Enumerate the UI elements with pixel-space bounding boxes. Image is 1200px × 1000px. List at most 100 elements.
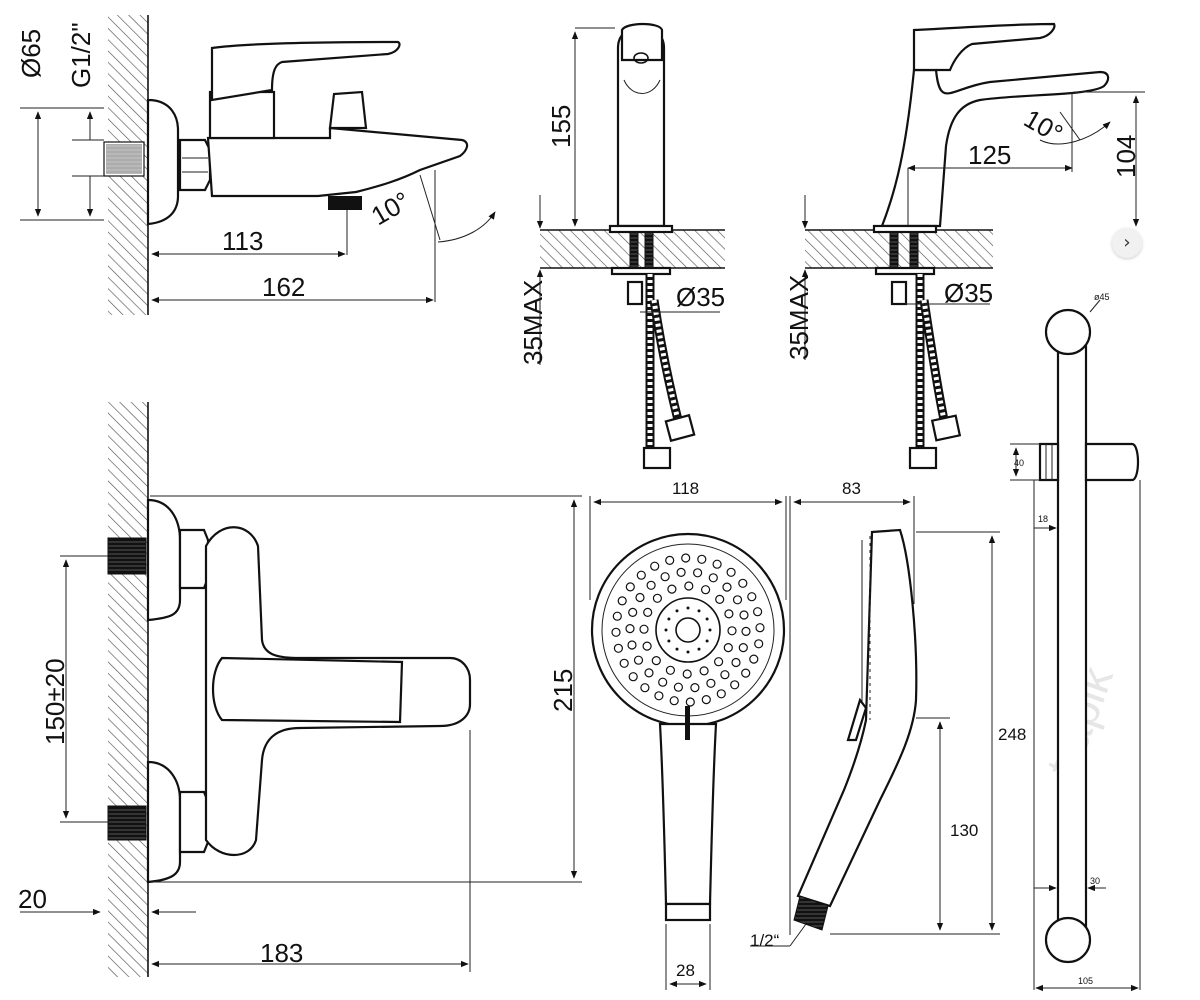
nozzle xyxy=(730,680,740,690)
nozzle xyxy=(627,640,637,650)
nozzle-inner xyxy=(686,650,690,654)
dim-basin-side-d35: Ø35 xyxy=(944,278,993,308)
nozzle xyxy=(712,559,722,569)
dim-bath-113: 113 xyxy=(222,226,263,256)
nozzle-inner xyxy=(697,647,701,651)
dim-hs-83: 83 xyxy=(842,479,861,498)
nozzle xyxy=(676,567,686,578)
nozzle xyxy=(755,623,765,633)
dim-basin-104: 104 xyxy=(1111,135,1141,178)
nozzle xyxy=(635,592,645,603)
nozzle xyxy=(650,561,660,571)
nozzle xyxy=(665,555,675,566)
nozzle xyxy=(706,678,716,688)
nozzle xyxy=(654,691,664,701)
dim-bath-angle: 10° xyxy=(366,186,415,232)
basin-mixer-side-view xyxy=(801,22,1145,470)
nozzle xyxy=(738,578,748,588)
nozzle xyxy=(651,655,661,666)
nozzle xyxy=(667,584,677,594)
nozzle xyxy=(715,594,725,605)
dim-front-150: 150±20 xyxy=(40,658,70,745)
nozzle xyxy=(652,593,663,603)
nozzle xyxy=(612,611,622,621)
nozzle-inner xyxy=(667,639,671,643)
dim-bar-30: 30 xyxy=(1090,876,1100,886)
nozzle xyxy=(613,643,624,653)
dim-basin-125: 125 xyxy=(968,140,1011,170)
nozzle xyxy=(738,642,748,653)
dim-bar-40: 40 xyxy=(1014,458,1024,468)
nozzle xyxy=(625,582,635,592)
nozzle xyxy=(713,657,724,667)
nozzle xyxy=(724,609,734,619)
nozzle-inner xyxy=(664,628,668,632)
dim-bath-162: 162 xyxy=(262,272,305,302)
nozzle xyxy=(646,580,656,590)
nozzle xyxy=(747,592,757,602)
nozzle xyxy=(727,626,737,636)
nozzle xyxy=(731,657,741,668)
nozzle xyxy=(633,655,644,665)
nozzle xyxy=(636,570,646,580)
nozzle xyxy=(700,585,711,595)
nozzle xyxy=(741,626,751,637)
nozzle xyxy=(658,677,668,687)
dim-front-183: 183 xyxy=(260,938,303,968)
dim-hs-118: 118 xyxy=(672,479,699,498)
nozzle xyxy=(660,572,670,582)
dim-basin-side-35max: 35MAX xyxy=(784,275,814,360)
nozzle xyxy=(732,595,743,605)
nozzle xyxy=(749,654,759,664)
nozzle xyxy=(682,669,692,679)
bath-mixer-front-view xyxy=(20,402,582,977)
hand-shower-side-view xyxy=(750,496,1000,947)
nozzle xyxy=(720,670,730,680)
nozzle xyxy=(685,697,695,707)
nozzle-inner xyxy=(705,639,709,643)
dim-bar-105: 105 xyxy=(1078,976,1093,986)
nozzle xyxy=(673,682,684,692)
nozzle xyxy=(716,689,726,699)
basin-mixer-front-view xyxy=(536,22,725,470)
nozzle xyxy=(723,642,733,653)
nozzle xyxy=(722,582,732,592)
nozzle-inner xyxy=(675,647,679,651)
nozzle-inner xyxy=(708,628,712,632)
next-image-button[interactable]: › xyxy=(1112,228,1142,258)
nozzle xyxy=(741,668,751,678)
dim-front-215: 215 xyxy=(548,669,578,712)
nozzle xyxy=(697,554,707,564)
nozzle xyxy=(690,682,700,693)
nozzle xyxy=(752,607,763,617)
nozzle xyxy=(684,581,694,591)
slide-bar xyxy=(1010,299,1141,992)
bath-mixer-side-view xyxy=(20,15,496,315)
nozzle xyxy=(625,623,635,634)
nozzle xyxy=(628,672,638,682)
nozzle-pattern xyxy=(611,553,765,707)
nozzle-inner xyxy=(697,609,701,613)
dim-bath-diameter: Ø65 xyxy=(16,29,46,78)
dim-basin-d35: Ø35 xyxy=(676,282,725,312)
nozzle xyxy=(669,696,679,706)
dim-bar-d45: ø45 xyxy=(1094,292,1110,302)
dim-basin-angle: 10° xyxy=(1019,103,1068,149)
nozzle xyxy=(619,658,629,668)
dim-hs-28: 28 xyxy=(676,961,695,980)
nozzle xyxy=(617,596,627,606)
nozzle xyxy=(754,639,764,649)
hand-shower-front-view xyxy=(589,496,787,990)
nozzle xyxy=(699,666,709,676)
nozzle-inner xyxy=(686,606,690,610)
nozzle xyxy=(611,627,621,637)
nozzle xyxy=(681,553,691,563)
nozzle xyxy=(665,665,676,675)
dim-basin-35max: 35MAX xyxy=(518,280,548,365)
dim-bath-thread: G1/2" xyxy=(66,22,96,88)
nozzle xyxy=(739,610,749,620)
dim-hs-248: 248 xyxy=(998,725,1026,744)
nozzle xyxy=(643,607,653,618)
nozzle-inner xyxy=(705,617,709,621)
nozzle xyxy=(644,668,654,678)
